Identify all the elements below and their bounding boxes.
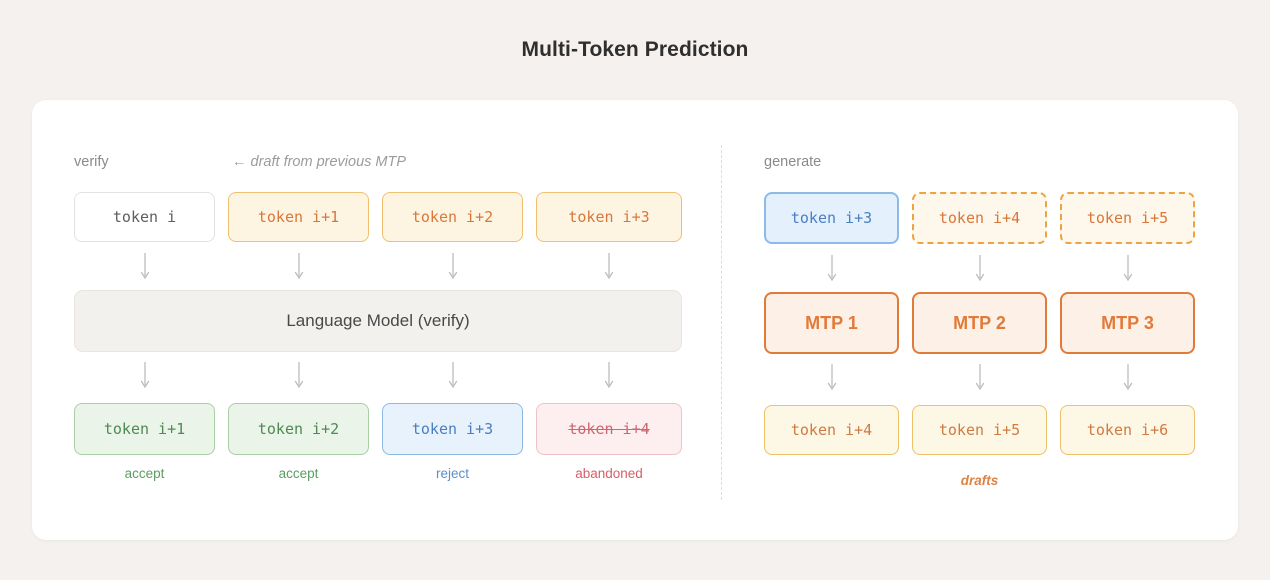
arrow-down-icon xyxy=(1121,364,1135,394)
panel-divider xyxy=(721,145,722,500)
arrow-down-icon xyxy=(973,255,987,285)
arrow-down-icon xyxy=(138,253,152,283)
page-title: Multi-Token Prediction xyxy=(521,38,749,61)
arrow-down-icon xyxy=(825,255,839,285)
verify-input-token-1[interactable]: token i+1 xyxy=(228,192,369,242)
diagram-card: verify ← draft from previous MTP token i… xyxy=(32,100,1238,540)
arrow-down-icon xyxy=(446,362,460,392)
status-badge-accept-1: accept xyxy=(278,466,319,481)
generate-output-token-1[interactable]: token i+5 xyxy=(912,405,1047,455)
generate-input-token-0[interactable]: token i+3 xyxy=(764,192,899,244)
arrow-down-icon xyxy=(602,253,616,283)
status-badge-abandoned: abandoned xyxy=(575,466,643,481)
generate-output-token-0[interactable]: token i+4 xyxy=(764,405,899,455)
language-model-box[interactable]: Language Model (verify) xyxy=(74,290,682,352)
verify-input-token-2[interactable]: token i+2 xyxy=(382,192,523,242)
mtp-head-0[interactable]: MTP 1 xyxy=(764,292,899,354)
verify-output-token-2[interactable]: token i+3 xyxy=(382,403,523,455)
generate-input-token-1[interactable]: token i+4 xyxy=(912,192,1047,244)
arrow-down-icon xyxy=(446,253,460,283)
verify-output-token-3[interactable]: token i+4 xyxy=(536,403,682,455)
mtp-head-1[interactable]: MTP 2 xyxy=(912,292,1047,354)
status-badge-reject: reject xyxy=(435,466,469,481)
verify-input-token-0[interactable]: token i xyxy=(74,192,215,242)
draft-from-previous-mtp-note: ← draft from previous MTP xyxy=(232,154,407,170)
mtp-head-2[interactable]: MTP 3 xyxy=(1060,292,1195,354)
generate-output-token-2[interactable]: token i+6 xyxy=(1060,405,1195,455)
generate-input-token-2[interactable]: token i+5 xyxy=(1060,192,1195,244)
arrow-down-icon xyxy=(825,364,839,394)
verify-input-token-3[interactable]: token i+3 xyxy=(536,192,682,242)
arrow-down-icon xyxy=(138,362,152,392)
generate-panel-label: generate xyxy=(764,154,822,170)
status-badge-accept-0: accept xyxy=(124,466,165,481)
verify-panel-label: verify xyxy=(74,154,109,170)
verify-output-token-1[interactable]: token i+2 xyxy=(228,403,369,455)
arrow-down-icon xyxy=(292,253,306,283)
arrow-down-icon xyxy=(602,362,616,392)
drafts-caption: drafts xyxy=(960,473,999,488)
arrow-down-icon xyxy=(1121,255,1135,285)
arrow-down-icon xyxy=(292,362,306,392)
arrow-down-icon xyxy=(973,364,987,394)
verify-output-token-0[interactable]: token i+1 xyxy=(74,403,215,455)
